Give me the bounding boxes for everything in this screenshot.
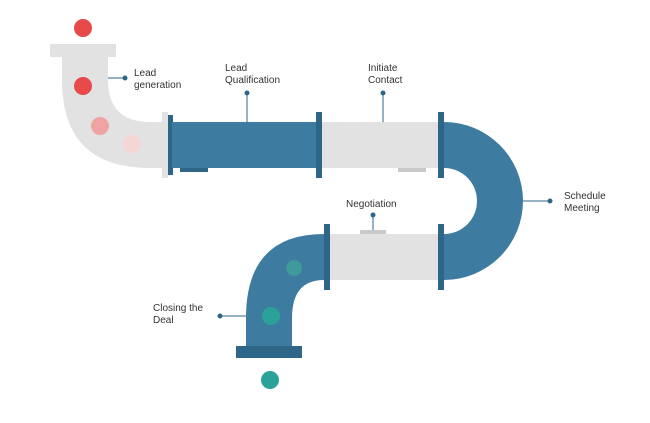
- initiate-contact-leader-dot: [380, 90, 386, 96]
- negotiation-valve: [360, 230, 386, 234]
- inlet-flange: [50, 44, 116, 57]
- lead-qualification-pipe: [172, 122, 320, 168]
- flange-1-ring: [168, 115, 173, 175]
- deal-dot-2: [262, 307, 280, 325]
- lead-dot-top: [74, 19, 92, 37]
- stage-label-lead-generation: Lead generation: [134, 68, 182, 91]
- flange-5: [324, 224, 330, 290]
- closing-the-deal-leader-dot: [217, 313, 223, 319]
- lead-dot-2: [91, 117, 109, 135]
- initiate-contact-valve: [398, 168, 426, 172]
- lead-qualification-leader-dot: [244, 90, 250, 96]
- lead-dot-3: [123, 135, 141, 153]
- flange-3: [438, 112, 444, 178]
- stage-label-lead-qualification: Lead Qualification: [225, 63, 281, 86]
- initiate-contact-pipe: [322, 122, 438, 168]
- negotiation-leader-dot: [370, 212, 376, 218]
- flange-4: [438, 224, 444, 290]
- schedule-meeting-leader-dot: [547, 198, 553, 204]
- flange-1: [162, 112, 168, 178]
- schedule-meeting-u-bend: [444, 122, 523, 280]
- lead-generation-leader-dot: [122, 75, 128, 81]
- lead-qualification-valve: [180, 168, 208, 172]
- stage-label-initiate-contact: Initiate Contact: [368, 63, 403, 86]
- lead-dot-1: [74, 77, 92, 95]
- deal-dot-bottom: [261, 371, 279, 389]
- stage-label-schedule-meeting: Schedule Meeting: [564, 191, 606, 214]
- negotiation-pipe: [330, 234, 438, 280]
- outlet-flange: [236, 346, 302, 358]
- outlet-elbow-pipe: [246, 234, 324, 346]
- deal-dot-1: [286, 260, 302, 276]
- stage-label-closing-the-deal: Closing the Deal: [153, 303, 204, 326]
- stage-label-negotiation: Negotiation: [346, 199, 397, 210]
- flange-2: [316, 112, 322, 178]
